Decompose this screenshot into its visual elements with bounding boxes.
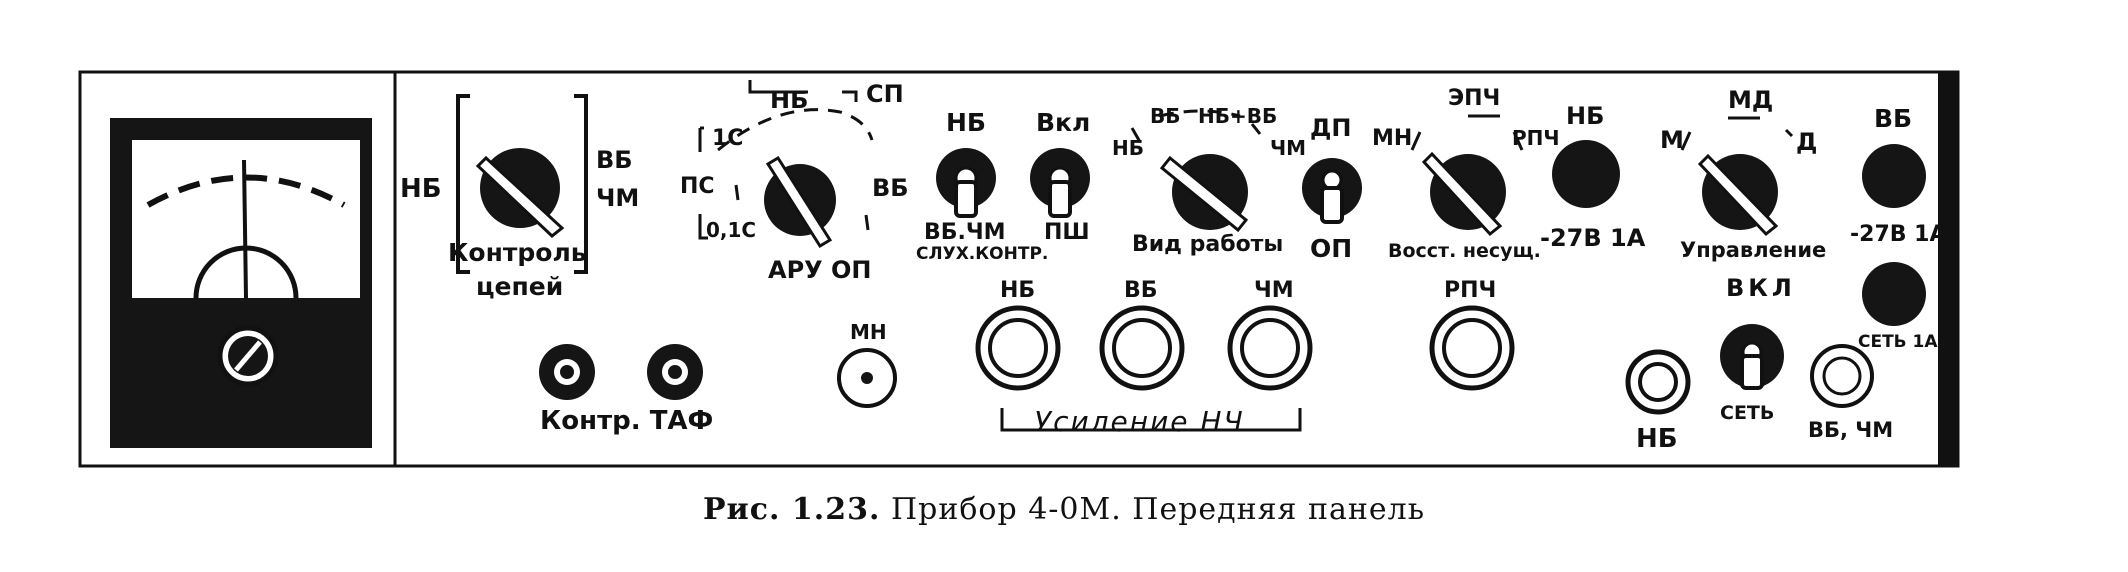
figure-caption-text: Прибор 4-0М. Передняя панель	[890, 492, 1426, 527]
gain-rpch-label: РПЧ	[1444, 278, 1497, 303]
dp-label: ДП	[1310, 114, 1352, 142]
circuit-vb-label: ВБ	[596, 146, 633, 174]
agc-sp-label: СП	[866, 80, 904, 108]
panel-right-edge	[1938, 72, 1958, 466]
gain-rpch-knob[interactable]	[1429, 305, 1515, 391]
circuit-control-switch[interactable]	[456, 94, 588, 274]
gain-title: Усиление НЧ	[1034, 405, 1245, 438]
gain-nb-label: НБ	[1000, 278, 1036, 303]
mode-title: Вид работы	[1132, 232, 1284, 257]
gain-vb-label: ВБ	[1124, 278, 1158, 303]
carrier-title: Восст. несущ.	[1388, 240, 1541, 262]
toggle-on-bottom-label: ПШ	[1044, 220, 1090, 245]
agc-title: АРУ ОП	[768, 256, 872, 284]
mode-nb-label: НБ	[1112, 136, 1144, 160]
on-psh-toggle-switch[interactable]	[1030, 148, 1090, 218]
mn-jack[interactable]	[837, 348, 897, 408]
gain-vb-knob[interactable]	[1099, 305, 1185, 391]
control-m-label: М	[1660, 126, 1684, 154]
mn-jack-label: МН	[850, 320, 887, 344]
mode-vb-label: ВБ	[1150, 104, 1181, 128]
power-net-label: СЕТЬ	[1720, 402, 1775, 424]
fuse-nb-bottom-label: -27В 1А	[1540, 224, 1646, 252]
carrier-restore-switch[interactable]	[1410, 114, 1524, 237]
pointer-meter-icon	[110, 118, 372, 448]
fuse-nb-top-label: НБ	[1566, 102, 1605, 130]
control-d-label: Д	[1796, 128, 1818, 156]
gain-bracket	[1000, 408, 1302, 432]
circuit-chm-label: ЧМ	[596, 184, 640, 212]
fuse-vb-holder[interactable]	[1862, 144, 1926, 208]
front-panel-drawing	[78, 70, 1960, 468]
nb-indicator-lamp	[1625, 349, 1691, 415]
carrier-rpch-label: РПЧ	[1512, 126, 1560, 150]
control-mode-switch[interactable]	[1680, 116, 1794, 237]
agc-ps-label: ПС	[680, 174, 715, 199]
figure-number: Рис. 1.23.	[702, 492, 881, 527]
fuse-net-label: СЕТЬ 1А	[1858, 332, 1938, 352]
op-label: ОП	[1310, 234, 1353, 263]
mode-nbvb-label: НБ+ВБ	[1198, 104, 1278, 128]
circuit-nb-label: НБ	[400, 174, 442, 204]
mode-selector-switch[interactable]	[1130, 109, 1262, 233]
agc-vb-label: ВБ	[872, 174, 909, 202]
fuse-net-holder[interactable]	[1862, 262, 1926, 326]
taf-jack-right[interactable]	[647, 344, 703, 400]
fuse-nb-holder[interactable]	[1552, 140, 1620, 208]
contr-taf-label: Контр. ТАФ	[540, 406, 714, 436]
agc-1s-label: 1С	[712, 126, 744, 151]
mode-chm-label: ЧМ	[1270, 136, 1307, 160]
gain-chm-knob[interactable]	[1227, 305, 1313, 391]
agc-nb-label: НБ	[770, 86, 809, 114]
circuit-title-line1: Контроль	[448, 238, 587, 267]
control-md-label: МД	[1728, 86, 1774, 114]
dp-op-toggle-switch[interactable]	[1302, 158, 1362, 224]
agc-01s-label: 0,1С	[706, 218, 757, 242]
control-title: Управление	[1680, 238, 1827, 262]
listen-control-label: СЛУХ.КОНТР.	[916, 244, 1049, 264]
contr-jack-left[interactable]	[539, 344, 595, 400]
lamp-nb-label: НБ	[1636, 424, 1678, 454]
toggle-on-top-label: Вкл	[1036, 108, 1091, 137]
gain-nb-knob[interactable]	[975, 305, 1061, 391]
agc-switch[interactable]	[698, 80, 874, 249]
fuse-vb-top-label: ВБ	[1874, 104, 1913, 133]
screwdriver-adjust-icon[interactable]	[217, 325, 279, 387]
circuit-title-line2: цепей	[476, 272, 564, 301]
carrier-epch-label: ЭПЧ	[1448, 86, 1501, 111]
toggle-nb-top-label: НБ	[946, 108, 986, 137]
lamp-vbchm-label: ВБ, ЧМ	[1808, 418, 1894, 442]
toggle-nb-bottom-label: ВБ.ЧМ	[924, 220, 1006, 245]
carrier-mn-label: МН	[1372, 126, 1413, 151]
power-on-label: ВКЛ	[1726, 274, 1796, 302]
gain-chm-label: ЧМ	[1254, 278, 1294, 303]
power-toggle-switch[interactable]	[1720, 324, 1784, 390]
nb-vbchm-toggle-switch[interactable]	[936, 148, 996, 218]
figure-caption: Рис. 1.23. Прибор 4-0М. Передняя панель	[0, 492, 2128, 527]
fuse-vb-bottom-label: -27В 1А	[1850, 222, 1947, 247]
vbchm-indicator-lamp	[1810, 344, 1874, 408]
